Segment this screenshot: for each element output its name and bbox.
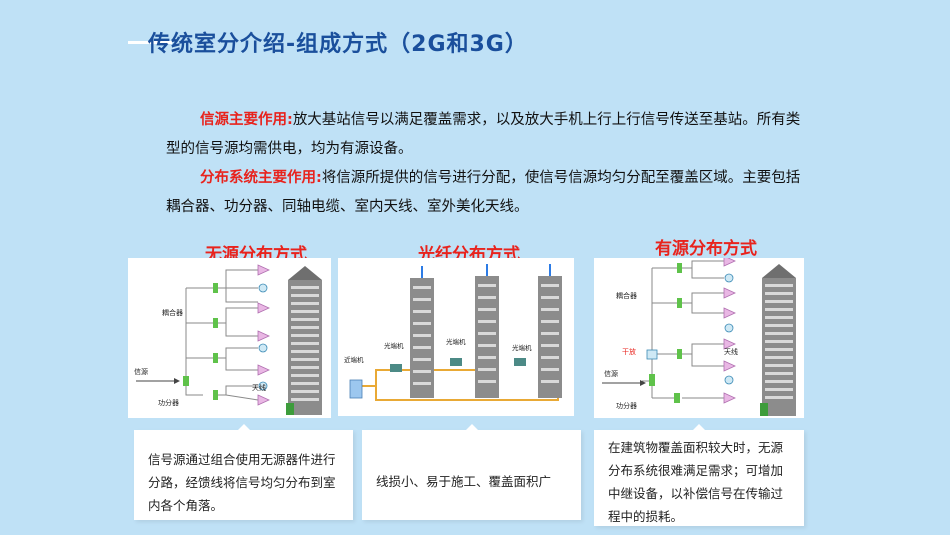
- passive-description: 信号源通过组合使用无源器件进行分路，经馈线将信号均匀分布到室内各个角落。: [148, 452, 336, 513]
- near-end-label: 近端机: [344, 355, 364, 364]
- distribution-label: 分布系统主要作用:: [200, 170, 322, 186]
- card-pointer: [691, 424, 707, 432]
- title-accent-line: [128, 41, 172, 44]
- fiber-diagram: 近端机 光端机 光端机 光端机: [338, 258, 574, 416]
- active-description: 在建筑物覆盖面积较大时，无源分布系统很难满足需求；可增加中继设备，以补偿信号在传…: [608, 440, 784, 524]
- source-label-1: 信源: [134, 367, 148, 376]
- source-label-3: 信源: [604, 369, 618, 378]
- card-pointer: [463, 424, 480, 432]
- coupler-label: 耦合器: [162, 308, 183, 317]
- active-panel-title: 有源分布方式: [655, 239, 757, 259]
- coupler-label: 耦合器: [616, 291, 637, 300]
- amplifier-label: 干放: [622, 347, 636, 356]
- source-text: 放大基站信号以满足覆盖需求，以及放大手机上行上行信号传送至基站。所有类型的信号源…: [166, 112, 801, 157]
- active-diagram: 耦合器 干放 天线 信源 功分器: [594, 255, 804, 418]
- antenna-label: 天线: [724, 347, 738, 356]
- fiber-description: 线损小、易于施工、覆盖面积广: [376, 474, 552, 489]
- splitter-label: 功分器: [616, 401, 637, 410]
- card-pointer: [235, 424, 252, 432]
- remote-label-2: 光端机: [446, 337, 466, 346]
- active-card: 在建筑物覆盖面积较大时，无源分布系统很难满足需求；可增加中继设备，以补偿信号在传…: [594, 424, 804, 526]
- source-paragraph: 信源主要作用:放大基站信号以满足覆盖需求，以及放大手机上行上行信号传送至基站。所…: [166, 106, 806, 164]
- distribution-paragraph: 分布系统主要作用:将信源所提供的信号进行分配，使信号信源均匀分配至覆盖区域。主要…: [166, 164, 806, 222]
- antenna-label: 天线: [252, 383, 266, 392]
- passive-diagram: 耦合器 信源 功分器 天线: [128, 258, 331, 418]
- remote-label-1: 光端机: [384, 341, 404, 350]
- passive-card: 信号源通过组合使用无源器件进行分路，经馈线将信号均匀分布到室内各个角落。: [134, 424, 353, 520]
- fiber-card: 线损小、易于施工、覆盖面积广: [362, 424, 581, 520]
- distribution-text: 将信源所提供的信号进行分配，使信号信源均匀分配至覆盖区域。主要包括耦合器、功分器…: [166, 170, 801, 215]
- page-title: 传统室分介绍-组成方式（2G和3G）: [148, 32, 528, 57]
- remote-label-3: 光端机: [512, 343, 532, 352]
- splitter-label: 功分器: [158, 398, 179, 407]
- intro-text: 信源主要作用:放大基站信号以满足覆盖需求，以及放大手机上行上行信号传送至基站。所…: [166, 106, 806, 222]
- source-label: 信源主要作用:: [200, 112, 293, 128]
